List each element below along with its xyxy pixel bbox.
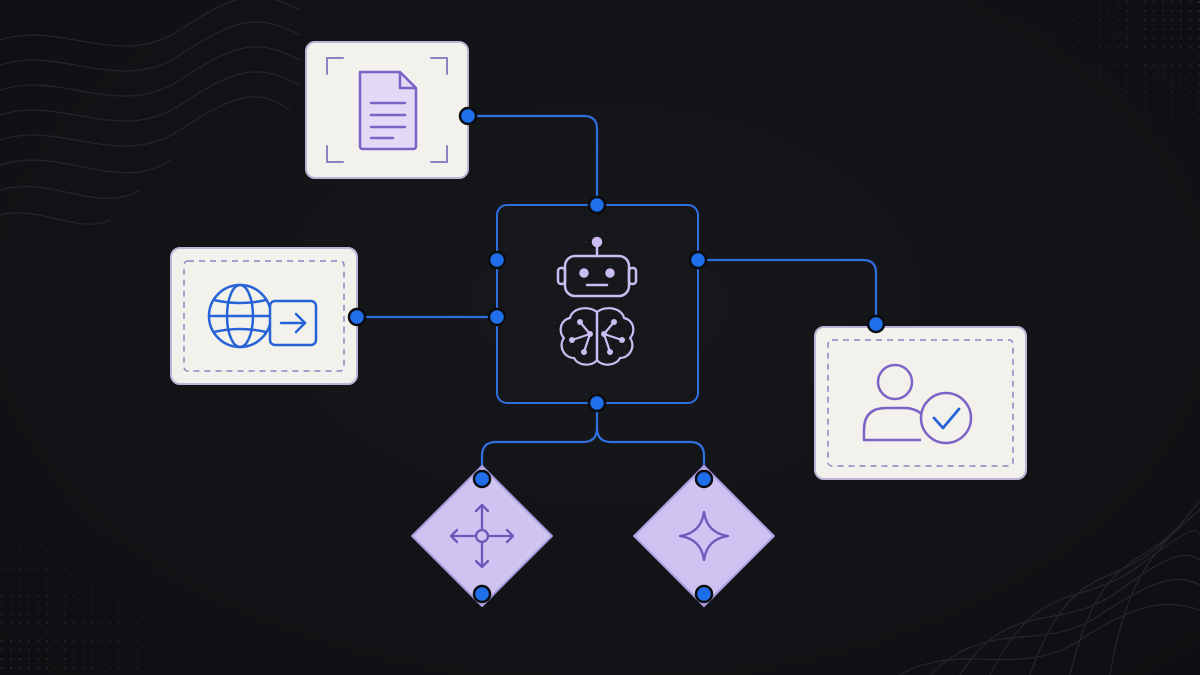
port-routing-out[interactable] bbox=[472, 584, 492, 604]
edge-hub-to-user-approval bbox=[696, 258, 878, 326]
dashed-frame bbox=[827, 339, 1014, 467]
routing-diamond[interactable] bbox=[411, 465, 553, 607]
sparkle-diamond[interactable] bbox=[633, 465, 775, 607]
port-document-out[interactable] bbox=[458, 106, 478, 126]
document-node[interactable] bbox=[305, 41, 469, 179]
edge-document-to-hub bbox=[466, 114, 599, 207]
cross-arrows-icon bbox=[449, 503, 515, 569]
document-icon bbox=[358, 70, 418, 151]
port-sparkle-in[interactable] bbox=[694, 469, 714, 489]
port-hub-left-upper[interactable] bbox=[487, 250, 507, 270]
robot-icon bbox=[556, 236, 638, 298]
dot-texture-bottom-left bbox=[0, 450, 260, 675]
web-input-node[interactable] bbox=[170, 247, 358, 385]
edge-hub-to-routing-diamond bbox=[480, 401, 599, 481]
port-routing-in[interactable] bbox=[472, 469, 492, 489]
port-hub-bottom[interactable] bbox=[587, 393, 607, 413]
port-sparkle-out[interactable] bbox=[694, 584, 714, 604]
connectors bbox=[355, 114, 878, 481]
dashed-frame bbox=[183, 260, 345, 372]
hub-dot-texture bbox=[505, 213, 690, 395]
globe-arrow-icon bbox=[207, 283, 318, 349]
brain-network-icon bbox=[559, 307, 635, 366]
port-hub-right[interactable] bbox=[688, 250, 708, 270]
edge-hub-to-sparkle-diamond bbox=[595, 426, 706, 481]
contour-lines-top-left bbox=[0, 0, 301, 225]
dot-texture-top-right bbox=[960, 0, 1200, 230]
port-hub-left-lower[interactable] bbox=[487, 307, 507, 327]
user-check-icon bbox=[862, 363, 973, 445]
port-hub-top[interactable] bbox=[587, 195, 607, 215]
contour-lines-bottom-right bbox=[899, 499, 1200, 675]
port-user-approval-in[interactable] bbox=[866, 314, 886, 334]
ai-agent-hub[interactable] bbox=[496, 204, 699, 404]
sparkle-icon bbox=[678, 510, 730, 562]
focus-corners bbox=[326, 57, 448, 163]
port-web-input-out[interactable] bbox=[347, 307, 367, 327]
connection-ports bbox=[347, 106, 886, 604]
user-approval-node[interactable] bbox=[814, 326, 1027, 480]
